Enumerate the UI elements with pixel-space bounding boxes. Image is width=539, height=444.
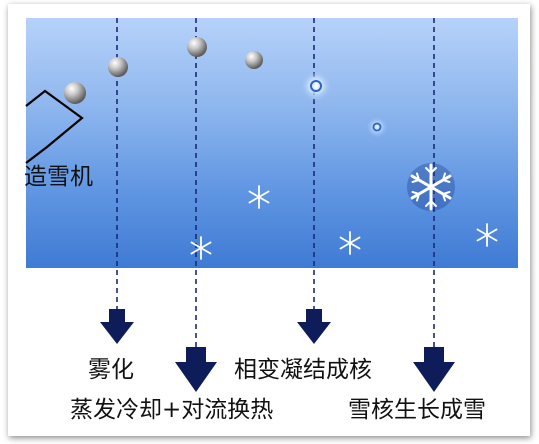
droplets — [64, 37, 263, 104]
ice-nucleus-glow — [300, 70, 332, 102]
droplet-sphere-icon — [64, 82, 86, 104]
process-lines — [116, 18, 435, 350]
process-arrows — [100, 309, 455, 392]
snowflake-large-icon — [407, 163, 455, 211]
nucleation-label: 相变凝结成核 — [234, 357, 372, 383]
snowflake-icon — [190, 236, 212, 260]
ice-nuclei — [300, 70, 390, 140]
atomization-label: 雾化 — [88, 357, 134, 383]
snow-machine-label: 造雪机 — [24, 164, 93, 190]
growth-label: 雪核生长成雪 — [348, 397, 486, 423]
droplet-sphere-icon — [187, 37, 207, 57]
snow-machine-icon — [25, 89, 84, 164]
cooling-label: 蒸发冷却+对流换热 — [70, 397, 274, 423]
arrow-down-icon — [175, 347, 217, 392]
sky-background — [26, 18, 518, 268]
arrow-down-icon — [413, 347, 455, 392]
snowflake-icon — [248, 185, 270, 209]
ice-nucleus-icon — [310, 80, 322, 92]
arrow-down-icon — [100, 309, 134, 344]
snowflake-icon — [339, 231, 361, 255]
arrow-down-icon — [297, 309, 331, 344]
ice-nucleus-glow — [364, 114, 390, 140]
ice-nucleus-icon — [372, 122, 382, 132]
snowflake-icon — [476, 223, 498, 247]
droplet-sphere-icon — [245, 51, 263, 69]
droplet-sphere-icon — [108, 57, 128, 77]
